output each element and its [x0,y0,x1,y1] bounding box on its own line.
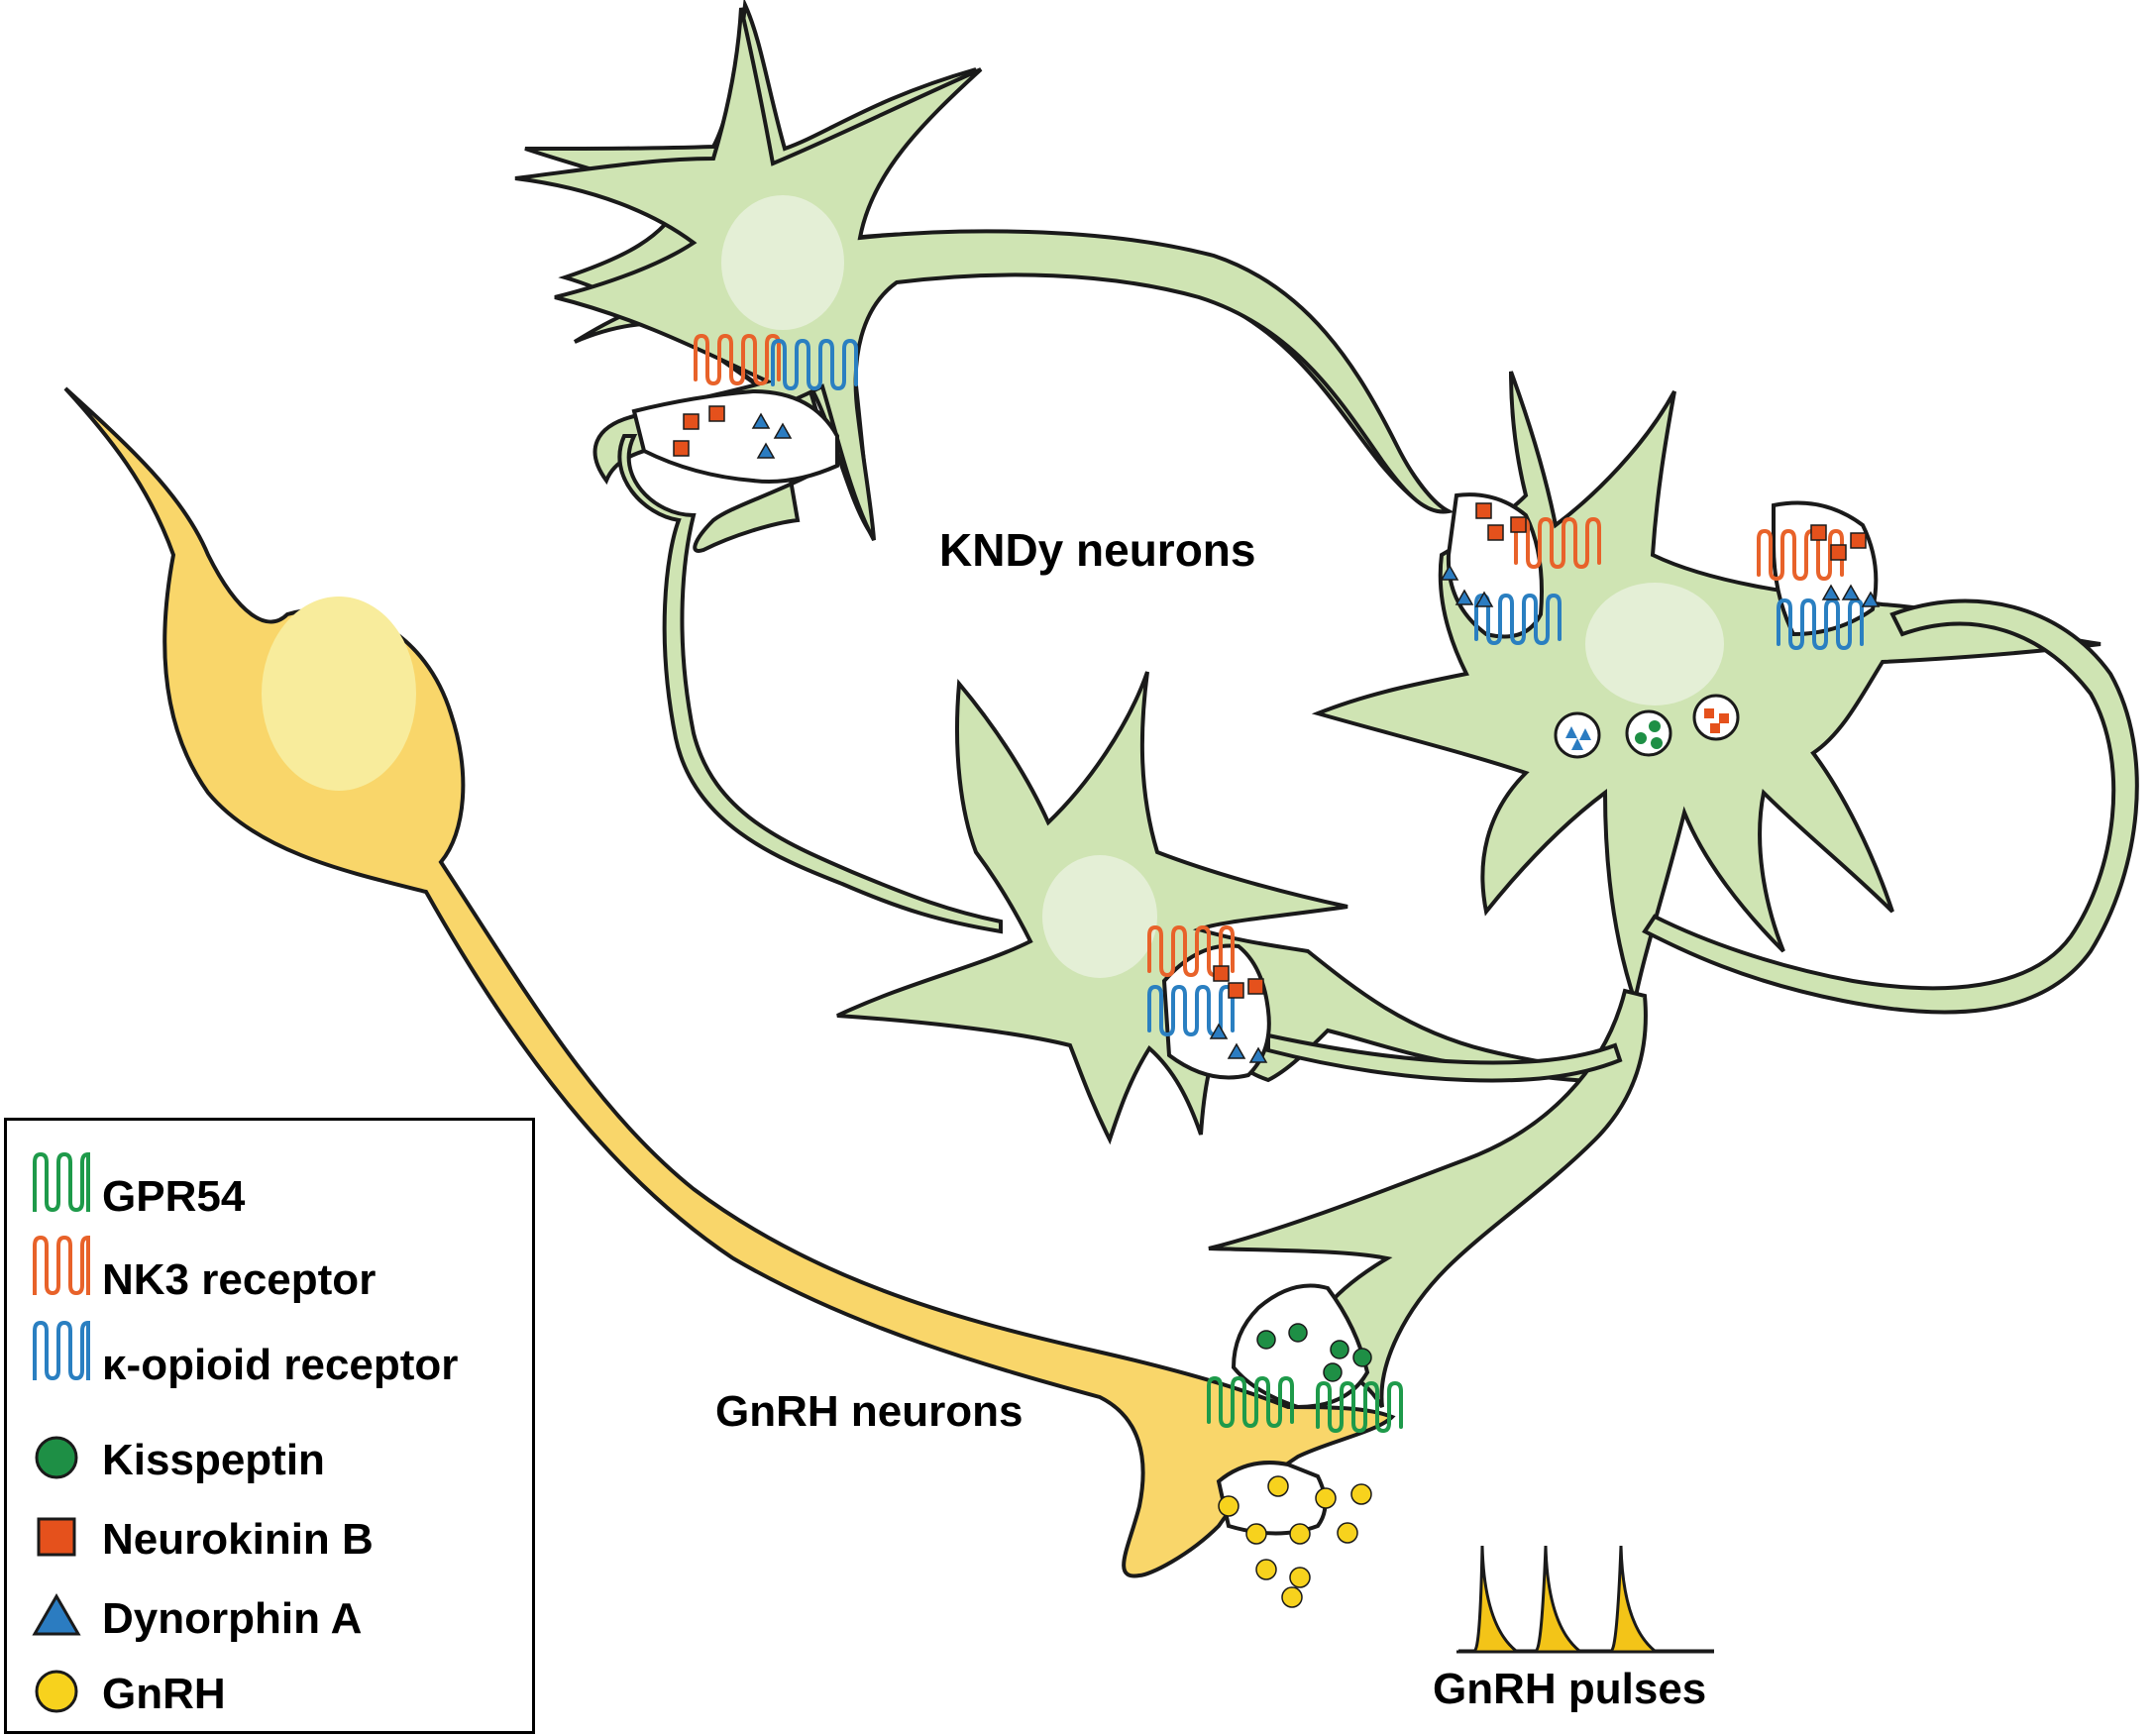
legend-item-gpr54: GPR54 [7,1148,532,1228]
kndy-top-nucleus [721,195,844,330]
kndy-neurons-label: KNDy neurons [939,524,1256,576]
nk3-receptor-icon [33,1235,90,1296]
kndy-middle-connecting-axon [1266,1032,1623,1083]
kisspeptin-synapse [1207,1283,1403,1433]
kndy-neuron-top-clean [514,7,1455,541]
kndy-neuron-middle [836,671,1636,1145]
legend-label: Dynorphin A [102,1594,363,1643]
neurokinin-b-square-icon [37,1517,76,1557]
gnrh-neuron [63,386,1396,1578]
kndy-top-soma [514,7,1455,541]
kndy-right-nucleus [1585,583,1724,705]
legend-item-gnrh: GnRH [7,1656,532,1735]
kndy-right-loop-axon [1642,598,2139,1015]
kndy-top-axon [617,434,1003,934]
top-synapse [631,334,858,484]
dynorphin-a-triangle-icon [32,1593,81,1636]
legend-item-kappa-opioid: κ-opioid receptor [7,1317,532,1396]
legend-item-kisspeptin: Kisspeptin [7,1422,532,1501]
middle-synapse [1147,925,1271,1080]
kndy-middle-nucleus [1042,855,1157,978]
gnrh-pulses-trace [1456,1545,1714,1654]
kisspeptin-circle-icon [35,1436,78,1479]
gnrh-nucleus [262,597,416,791]
gnrh-release [1216,1461,1372,1608]
right-synapse-left [1440,492,1601,645]
gpr54-receptor-icon [33,1151,90,1213]
legend-item-neurokinin-b: Neurokinin B [7,1501,532,1580]
gnrh-circle-icon [35,1670,78,1713]
legend-label: GnRH [102,1670,226,1718]
right-neuron-vesicles [1554,694,1740,759]
gnrh-neurons-label: GnRH neurons [715,1387,1024,1436]
legend-label: Kisspeptin [102,1436,325,1484]
kappa-opioid-receptor-icon [33,1320,90,1381]
legend: GPR54 NK3 receptor κ-opioid receptor Kis… [4,1118,535,1734]
kndy-middle-soma [836,671,1636,1145]
gnrh-pulses-label: GnRH pulses [1433,1665,1707,1713]
kndy-right-soma [1311,371,2101,1009]
kndy-neuron-right [1311,371,2101,1009]
legend-label: Neurokinin B [102,1515,374,1564]
legend-item-dynorphin-a: Dynorphin A [7,1580,532,1660]
right-synapse-right [1757,500,1881,650]
legend-label: NK3 receptor [102,1255,377,1304]
legend-label: κ-opioid receptor [102,1341,459,1389]
legend-label: GPR54 [102,1172,246,1221]
legend-item-nk3: NK3 receptor [7,1232,532,1311]
